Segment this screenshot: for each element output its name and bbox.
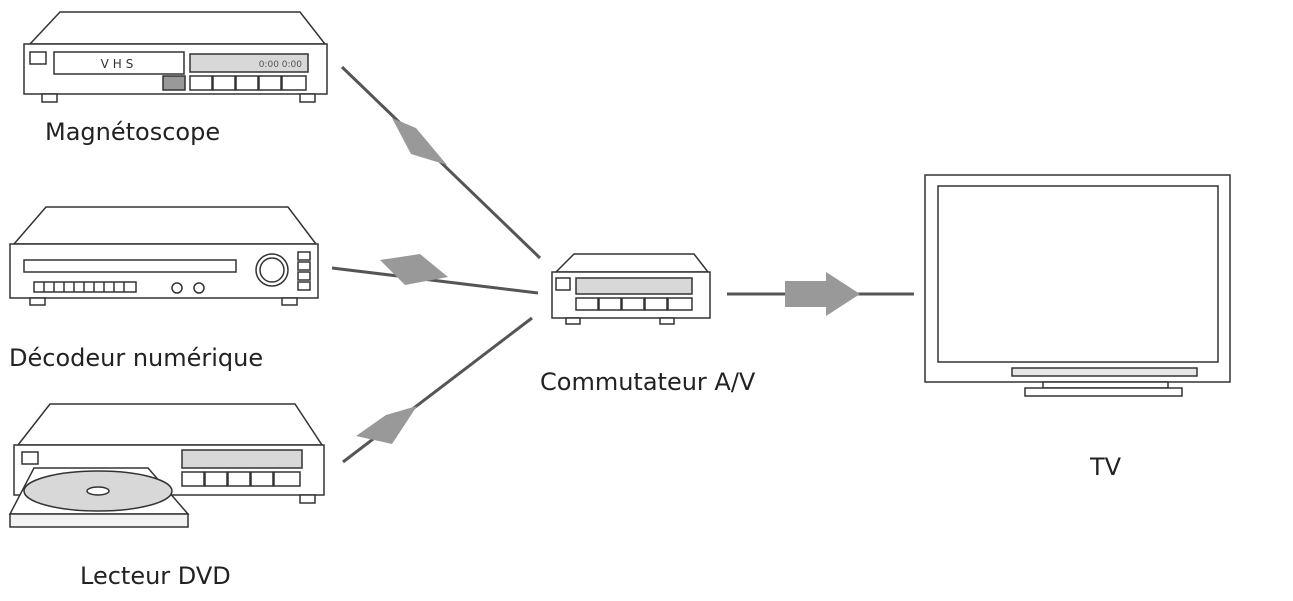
vcr-counter: 0:00 0:00 (259, 60, 303, 70)
av-switch-label: Commutateur A/V (540, 368, 756, 396)
av-switch-device (551, 253, 711, 325)
arrow-icon (356, 406, 417, 444)
vcr-tape-label: VHS (101, 57, 138, 71)
decoder-device (9, 206, 319, 306)
tv-label: TV (1090, 453, 1122, 481)
arrow-icon (392, 118, 447, 165)
vcr-label: Magnétoscope (45, 118, 221, 146)
dvd-label: Lecteur DVD (80, 562, 231, 590)
decoder-label: Décodeur numérique (9, 344, 264, 372)
connection-switch-to-tv (727, 272, 914, 316)
arrow-icon (785, 272, 860, 316)
arrow-icon (380, 254, 448, 285)
dvd-device (8, 403, 325, 528)
connection-dvd-to-switch (342, 316, 533, 464)
vcr-device: VHS 0:00 0:00 (23, 11, 328, 103)
connection-vcr-to-switch (340, 65, 542, 260)
tv-device (924, 174, 1231, 397)
connection-decoder-to-switch (331, 254, 539, 295)
